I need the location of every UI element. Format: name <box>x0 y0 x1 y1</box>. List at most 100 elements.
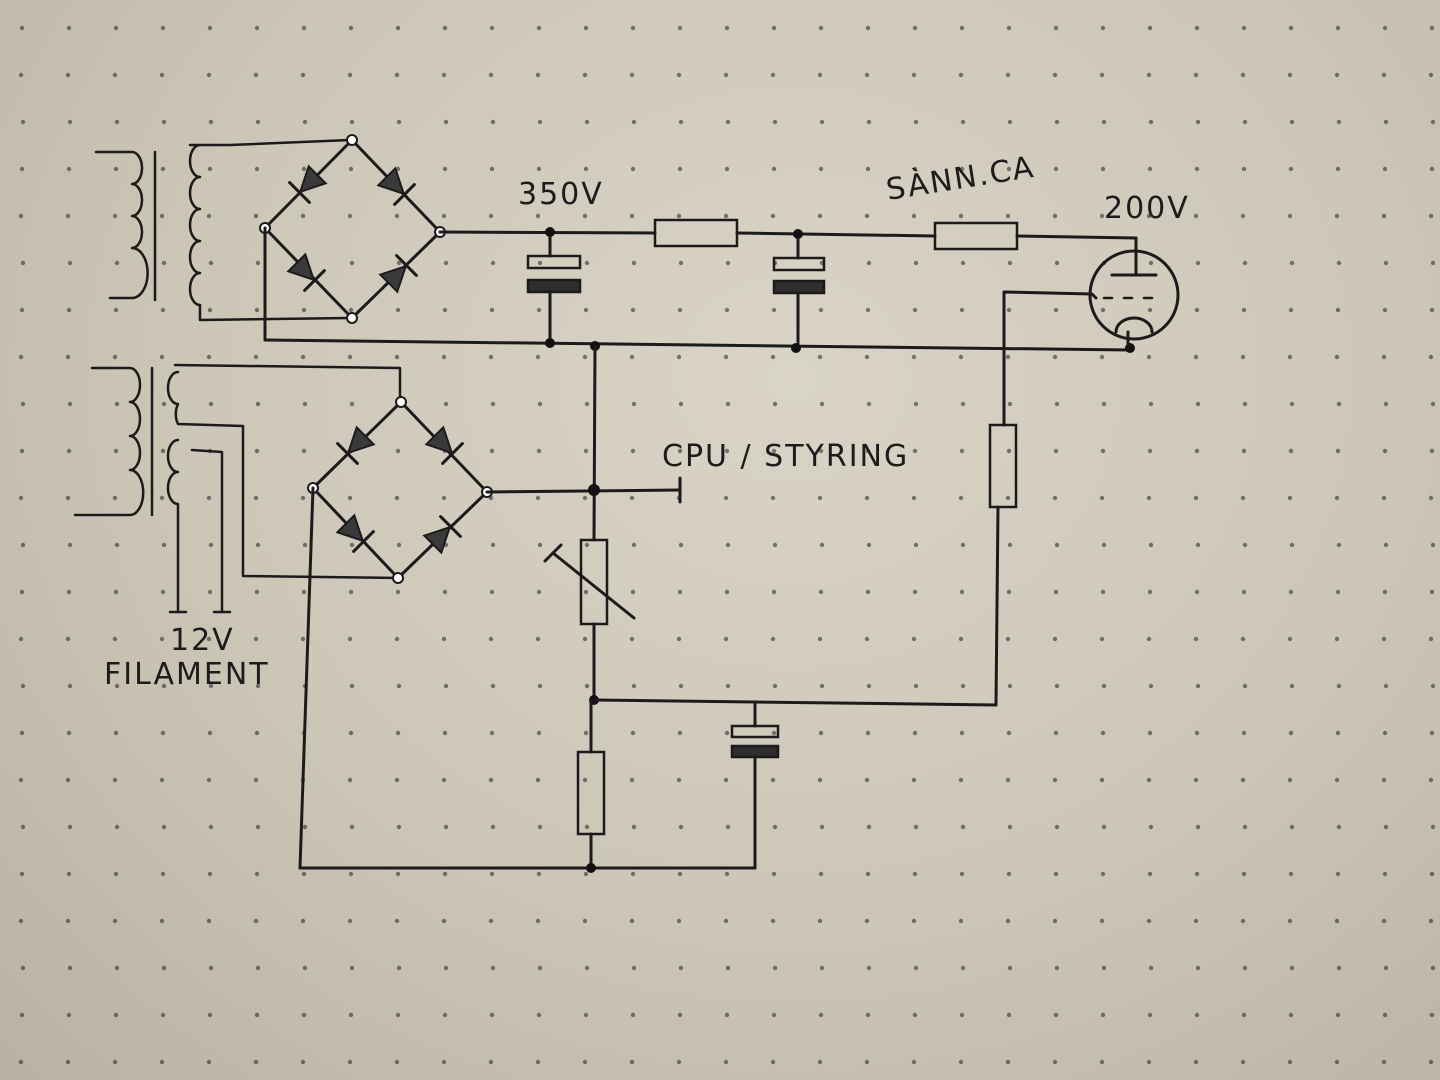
grid-dot <box>1194 871 1200 877</box>
grid-dot <box>1381 72 1387 78</box>
grid-dot <box>583 448 589 454</box>
grid-dot <box>301 307 307 313</box>
grid-dot <box>300 636 306 642</box>
grid-dot <box>1146 918 1152 924</box>
grid-dot <box>771 730 777 736</box>
grid-dot <box>1429 589 1435 595</box>
grid-dot <box>1193 495 1199 501</box>
grid-dot <box>1429 166 1435 172</box>
grid-dot <box>1242 683 1248 689</box>
grid-dot <box>208 119 214 125</box>
grid-dot <box>1428 495 1434 501</box>
grid-dot <box>300 213 306 219</box>
grid-dot <box>1430 260 1436 266</box>
grid-dot <box>1052 777 1058 783</box>
grid-dot <box>1287 777 1293 783</box>
grid-dot <box>1146 636 1152 642</box>
grid-dot <box>347 918 353 924</box>
grid-dot <box>1194 448 1200 454</box>
grid-dot <box>630 871 636 877</box>
grid-dot <box>583 871 589 877</box>
grid-dot <box>1242 260 1248 266</box>
grid-dot <box>1193 918 1199 924</box>
grid-dot <box>631 401 637 407</box>
grid-dot <box>395 730 401 736</box>
grid-dot <box>253 918 259 924</box>
grid-dot <box>207 1012 213 1018</box>
grid-dot <box>206 354 212 360</box>
grid-dot <box>1240 1059 1246 1065</box>
grid-dot <box>678 542 684 548</box>
grid-dot <box>1099 918 1105 924</box>
grid-dot <box>394 1059 400 1065</box>
grid-dot <box>159 636 165 642</box>
grid-dot <box>1099 1059 1105 1065</box>
grid-dot <box>396 824 402 830</box>
grid-dot <box>443 260 449 266</box>
grid-dot <box>537 260 543 266</box>
grid-dot <box>1334 777 1340 783</box>
grid-dot <box>1242 965 1248 971</box>
grid-dot <box>1146 1059 1152 1065</box>
grid-dot <box>537 542 543 548</box>
grid-dot <box>1381 213 1387 219</box>
grid-dot <box>207 166 213 172</box>
grid-dot <box>629 72 635 78</box>
grid-dot <box>159 72 165 78</box>
grid-dot <box>254 730 260 736</box>
grid-dot <box>114 824 120 830</box>
control-network <box>298 344 1018 873</box>
grid-dot <box>1288 307 1294 313</box>
grid-dot <box>1006 589 1012 595</box>
grid-dot <box>1006 166 1012 172</box>
grid-dot <box>206 636 212 642</box>
grid-dot <box>348 307 354 313</box>
hv-supply <box>263 218 1138 353</box>
grid-dot <box>1241 589 1247 595</box>
label-200v: 200V <box>1104 191 1190 226</box>
grid-dot <box>958 918 964 924</box>
grid-dot <box>1287 636 1293 642</box>
grid-dot <box>1242 824 1248 830</box>
grid-dot <box>489 589 495 595</box>
grid-dot <box>771 448 777 454</box>
grid-dot <box>818 25 824 31</box>
grid-dot <box>394 72 400 78</box>
grid-dot <box>772 542 778 548</box>
grid-dot <box>770 636 776 642</box>
grid-dot <box>958 72 964 78</box>
grid-dot <box>583 307 589 313</box>
grid-dot <box>20 683 26 689</box>
grid-dot <box>771 307 777 313</box>
grid-dot <box>18 354 24 360</box>
grid-dot <box>1054 965 1060 971</box>
grid-dot <box>817 213 823 219</box>
grid-dot <box>67 401 73 407</box>
grid-dot <box>254 871 260 877</box>
grid-dot <box>1334 213 1340 219</box>
grid-dot <box>536 730 542 736</box>
grid-dot <box>1336 542 1342 548</box>
grid-dot <box>770 1059 776 1065</box>
grid-dot <box>535 1059 541 1065</box>
grid-dot <box>1101 542 1107 548</box>
grid-dot <box>630 730 636 736</box>
grid-dot <box>584 542 590 548</box>
grid-dot <box>865 589 871 595</box>
grid-dot <box>488 213 494 219</box>
grid-dot <box>67 683 73 689</box>
grid-dot <box>349 965 355 971</box>
grid-dot <box>442 1012 448 1018</box>
grid-dot <box>254 25 260 31</box>
transformer-2 <box>73 363 402 614</box>
grid-dot <box>1005 636 1011 642</box>
grid-dot <box>1430 119 1436 125</box>
grid-dot <box>161 683 167 689</box>
label-sannca: SÀNN.CA <box>884 149 1038 208</box>
grid-dot <box>1148 683 1154 689</box>
grid-dot <box>959 589 965 595</box>
grid-dot <box>537 119 543 125</box>
grid-dot <box>301 25 307 31</box>
grid-dot <box>536 448 542 454</box>
